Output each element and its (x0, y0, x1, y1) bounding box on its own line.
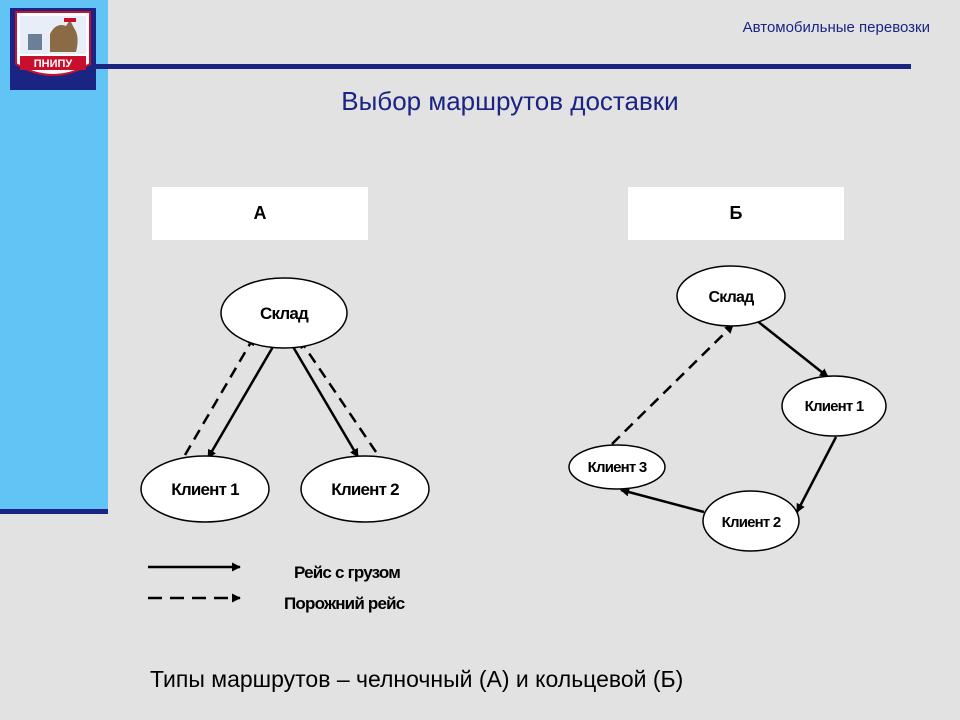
b-client3-node (568, 444, 666, 490)
a-loaded-warehouse-to-client1 (206, 344, 276, 459)
sidebar-divider (0, 509, 108, 514)
b-warehouse-label: Склад (709, 289, 755, 306)
logo-emblem-icon: ПНИПУ (15, 11, 91, 76)
a-warehouse-label: Склад (260, 304, 309, 323)
b-client3-label: Клиент 3 (588, 459, 647, 476)
a-client1-label: Клиент 1 (171, 480, 239, 499)
course-label: Автомобильные перевозки (742, 19, 930, 36)
b-client1-label: Клиент 1 (805, 398, 864, 415)
legend-loaded-label: Рейс с грузом (294, 563, 400, 582)
university-logo: ПНИПУ (10, 8, 96, 90)
a-empty-client2-to-warehouse (298, 339, 378, 453)
a-client2-node (300, 455, 430, 523)
b-warehouse-node (676, 265, 786, 327)
a-client1-node (140, 455, 270, 523)
b-loaded-warehouse-to-client1 (755, 319, 829, 378)
panel-a-diagram: Склад Клиент 1 Клиент 2 (140, 277, 430, 523)
slide-title: Выбор маршрутов доставки (341, 86, 679, 116)
a-client2-label: Клиент 2 (331, 480, 399, 499)
b-client2-node (702, 490, 800, 552)
b-loaded-client2-to-client3 (620, 487, 705, 514)
b-empty-client3-to-warehouse (611, 324, 734, 445)
legend: Рейс с грузом Порожний рейс (148, 562, 406, 613)
b-client2-label: Клиент 2 (722, 514, 781, 531)
logo-text: ПНИПУ (34, 58, 73, 70)
panel-b-diagram: Склад Клиент 1 Клиент 2 Клиент 3 (568, 265, 887, 552)
panel-b-label: Б (628, 187, 844, 240)
a-warehouse-node (220, 277, 348, 349)
b-loaded-client1-to-client2 (795, 436, 838, 513)
header-divider (96, 64, 911, 69)
slide-caption: Типы маршрутов – челночный (А) и кольцев… (150, 666, 684, 692)
a-loaded-warehouse-to-client2 (290, 344, 360, 458)
panel-a-label: А (152, 187, 368, 240)
b-client1-node (781, 375, 887, 437)
a-empty-client1-to-warehouse (183, 336, 256, 456)
legend-empty-label: Порожний рейс (284, 594, 405, 613)
